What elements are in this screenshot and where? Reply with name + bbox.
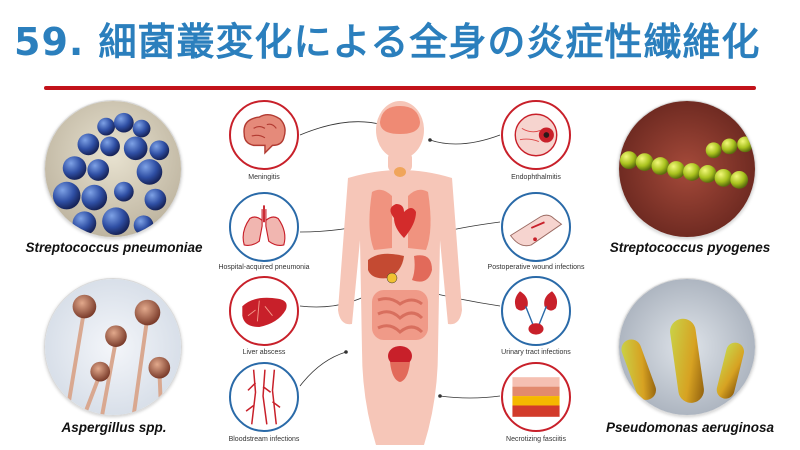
title-divider bbox=[44, 86, 756, 90]
label-necrotizing-fasciitis: Necrotizing fasciitis bbox=[506, 436, 566, 443]
wound-icon bbox=[509, 214, 563, 247]
label-meningitis: Meningitis bbox=[248, 174, 280, 181]
uti-icon-circle bbox=[501, 276, 571, 346]
meningitis-icon-circle bbox=[229, 100, 299, 170]
species-label-aspergillus: Aspergillus spp. bbox=[61, 420, 167, 435]
necrotizing-fasciitis-icon-circle bbox=[501, 362, 571, 432]
streptococcus-pyogenes-image bbox=[618, 100, 756, 238]
aspergillus-image bbox=[44, 278, 182, 416]
page-title: 59. 細菌叢変化による全身の炎症性繊維化 bbox=[14, 20, 761, 64]
lungs-icon bbox=[242, 205, 286, 246]
pseudomonas-image bbox=[618, 278, 756, 416]
species-label-s-pneumoniae: Streptococcus pneumoniae bbox=[25, 240, 203, 255]
blood-vessels-icon bbox=[245, 369, 281, 425]
label-bloodstream-infections: Bloodstream infections bbox=[228, 436, 300, 443]
label-hospital-acquired-pneumonia: Hospital-acquired pneumonia bbox=[218, 264, 310, 271]
label-postoperative-wound-infections: Postoperative wound infections bbox=[487, 264, 585, 271]
label-endophthalmitis: Endophthalmitis bbox=[511, 174, 561, 181]
endophthalmitis-icon-circle bbox=[501, 100, 571, 170]
brain-icon bbox=[243, 113, 286, 155]
liver-abscess-icon-circle bbox=[229, 276, 299, 346]
brain-organ bbox=[380, 106, 420, 134]
species-label-p-aeruginosa: Pseudomonas aeruginosa bbox=[605, 420, 775, 435]
tissue-layers-icon bbox=[512, 377, 560, 417]
liver-icon bbox=[242, 297, 287, 328]
bloodstream-icon-circle bbox=[229, 362, 299, 432]
species-label-s-pyogenes: Streptococcus pyogenes bbox=[609, 240, 771, 255]
pneumonia-icon-circle bbox=[229, 192, 299, 262]
label-urinary-tract-infections: Urinary tract infections bbox=[501, 349, 571, 356]
label-liver-abscess: Liver abscess bbox=[242, 349, 286, 356]
streptococcus-pneumoniae-image bbox=[44, 100, 182, 238]
wound-icon-circle bbox=[501, 192, 571, 262]
human-body-figure bbox=[320, 100, 480, 445]
eye-icon bbox=[514, 113, 558, 157]
kidneys-icon bbox=[514, 291, 558, 335]
